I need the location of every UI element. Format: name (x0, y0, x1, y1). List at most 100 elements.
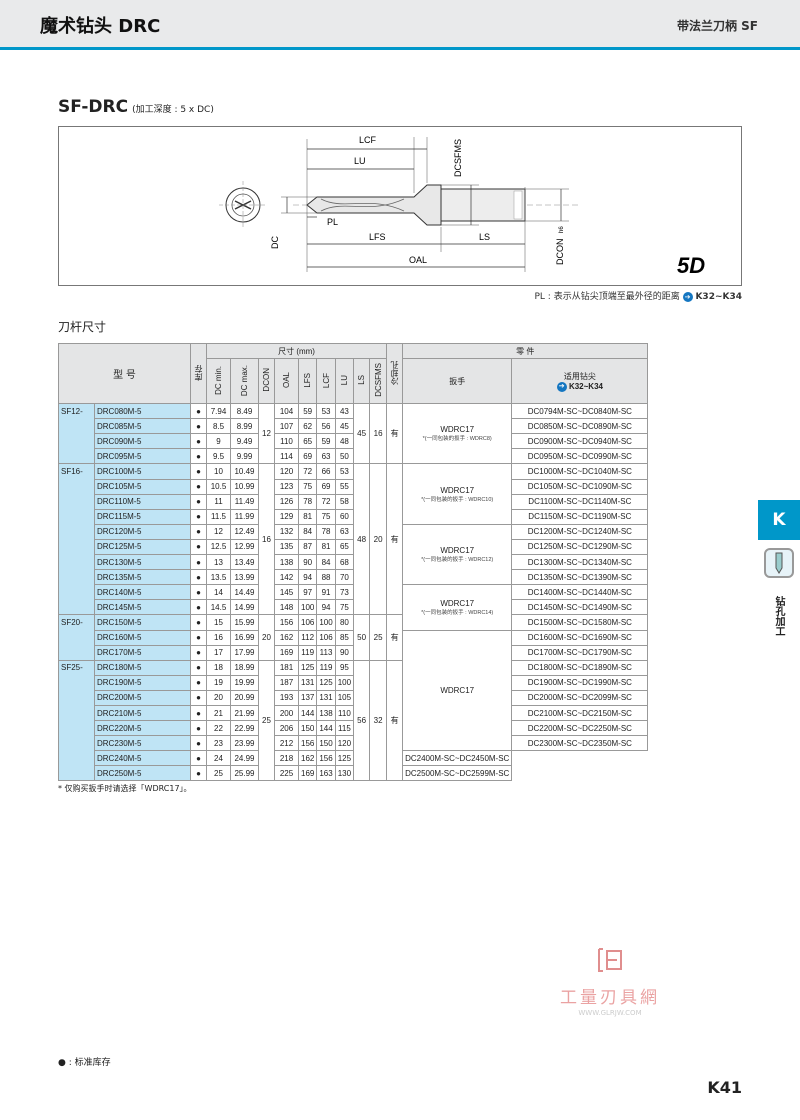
applicable-tip: DC1000M-SC~DC1040M-SC (511, 463, 649, 480)
spec-table: 型 号 库存 尺寸 (mm) 冷却孔 零 件 DC min. DC max. D… (58, 342, 649, 782)
label-ls: LS (479, 232, 490, 242)
stock-dot: ● (190, 523, 207, 540)
lcf: 119 (316, 659, 336, 676)
lfs: 119 (297, 644, 318, 661)
lcf: 113 (316, 644, 336, 661)
lfs: 78 (297, 493, 318, 510)
lfs: 59 (297, 403, 318, 420)
model-prefix (58, 720, 95, 736)
wrench-name: WDRC17 (440, 546, 475, 556)
lcf: 63 (316, 448, 336, 465)
dcsfms: 16 (369, 403, 388, 465)
stock-dot: ● (190, 614, 207, 631)
model-prefix (58, 524, 95, 540)
dcon: 16 (258, 463, 275, 616)
model-name: DRC170M-5 (94, 644, 191, 661)
pl-note-ref[interactable]: K32~K34 (695, 292, 742, 302)
lfs: 125 (297, 659, 318, 676)
oal: 126 (274, 493, 299, 510)
applicable-tip: DC0900M-SC~DC0940M-SC (511, 433, 649, 450)
dc-min: 17 (206, 644, 231, 661)
model-name: DRC110M-5 (94, 493, 191, 510)
lfs: 65 (297, 433, 318, 450)
lfs: 137 (297, 689, 318, 706)
stock-dot: ● (190, 418, 207, 435)
side-tab-k[interactable]: K (758, 500, 800, 540)
label-lu: LU (354, 156, 366, 166)
dc-min: 23 (206, 735, 231, 752)
dc-min: 25 (206, 765, 231, 782)
lcf: 81 (316, 538, 336, 556)
lcf: 150 (316, 735, 336, 752)
col-oal: OAL (274, 358, 299, 405)
lu: 115 (334, 720, 355, 737)
watermark-name: 工量刃具網 (560, 988, 660, 1008)
section-subtitle: (加工深度 : 5 x DC) (132, 105, 214, 115)
model-name: DRC130M-5 (94, 554, 191, 571)
lcf: 59 (316, 433, 336, 450)
oal: 162 (274, 629, 299, 646)
lcf: 91 (316, 584, 336, 601)
model-prefix: SF20- (58, 614, 95, 630)
stock-dot: ● (190, 674, 207, 691)
applicable-tip: DC1350M-SC~DC1390M-SC (511, 569, 649, 586)
table-title: 刀杆尺寸 (58, 320, 107, 334)
lu: 85 (334, 629, 355, 646)
lu: 90 (334, 644, 355, 661)
lfs: 87 (297, 538, 318, 556)
model-prefix (58, 433, 95, 449)
lfs: 69 (297, 448, 318, 465)
lcf: 88 (316, 569, 336, 586)
oal: 148 (274, 599, 299, 616)
stock-dot: ● (190, 644, 207, 661)
dc-min: 15 (206, 614, 231, 631)
dc-max: 12.99 (230, 538, 259, 556)
applicable-tip: DC0950M-SC~DC0990M-SC (511, 448, 649, 465)
dc-min: 10 (206, 463, 231, 480)
col-stock: 库存 (190, 342, 207, 405)
col-tip: 适用钻尖 ➔ K32~K34 (511, 358, 649, 405)
stock-dot: ● (190, 689, 207, 706)
wrench-note: *(一同包装的扳手 : WDRC10) (421, 496, 494, 503)
model-name: DRC095M-5 (94, 448, 191, 465)
applicable-tip: DC0794M-SC~DC0840M-SC (511, 403, 649, 420)
model-prefix (58, 645, 95, 661)
lfs: 97 (297, 584, 318, 601)
dc-max: 16.99 (230, 629, 259, 646)
lfs: 144 (297, 704, 318, 722)
model-prefix (58, 418, 95, 434)
lu: 68 (334, 554, 355, 571)
lu: 75 (334, 599, 355, 616)
dc-max: 13.49 (230, 554, 259, 571)
oal: 156 (274, 614, 299, 631)
dc-max: 9.49 (230, 433, 259, 450)
oal: 123 (274, 478, 299, 495)
model-prefix: SF25- (58, 659, 95, 676)
oal: 206 (274, 720, 299, 737)
col-parts: 零 件 (402, 342, 649, 360)
col-tip-label: 适用钻尖 (563, 371, 596, 381)
col-dcmax: DC max. (230, 358, 259, 405)
col-ls: LS (353, 358, 371, 405)
oal: 218 (274, 750, 299, 767)
applicable-tip: DC1300M-SC~DC1340M-SC (511, 554, 649, 571)
label-lfs: LFS (369, 232, 386, 242)
wrench-note: *(一同包装的扳手 : WDRC14) (421, 609, 494, 616)
dcon: 25 (258, 659, 275, 782)
label-dc: DC (270, 236, 280, 249)
oal: 138 (274, 554, 299, 571)
stock-dot: ● (190, 659, 207, 676)
dc-max: 14.49 (230, 584, 259, 601)
wrench: WDRC17*(一同包装的扳手 : WDRC10) (402, 463, 513, 525)
oal: 132 (274, 523, 299, 540)
lu: 95 (334, 659, 355, 676)
col-tip-ref[interactable]: K32~K34 (568, 381, 603, 391)
section-title-text: SF-DRC (58, 97, 129, 117)
col-dims: 尺寸 (mm) (205, 342, 388, 360)
